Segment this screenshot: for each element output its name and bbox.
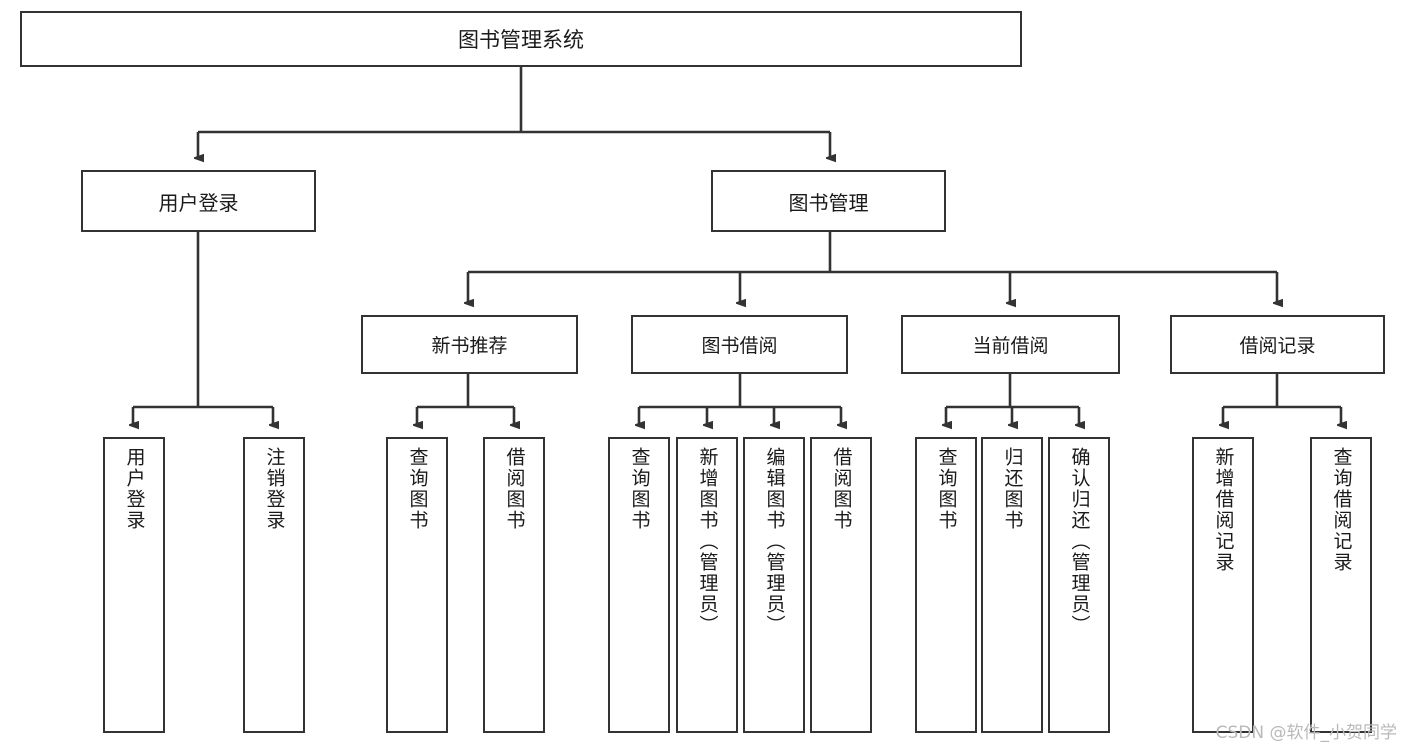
leaf-label: 用户登录 xyxy=(123,447,146,531)
leaf-return-book[interactable]: 归还图书 xyxy=(981,437,1043,733)
node-current-borrow[interactable]: 当前借阅 xyxy=(901,315,1120,374)
node-root-label: 图书管理系统 xyxy=(458,28,584,52)
leaf-label: 查询图书 xyxy=(628,447,651,531)
node-book-management-label: 图书管理 xyxy=(788,190,869,215)
leaf-confirm-return-admin[interactable]: 确认归还（管理员） xyxy=(1048,437,1110,733)
leaf-query-borrow-record[interactable]: 查询借阅记录 xyxy=(1310,437,1372,733)
node-book-borrow[interactable]: 图书借阅 xyxy=(631,315,848,374)
leaf-logout[interactable]: 注销登录 xyxy=(243,437,305,733)
leaf-query-book-borrow[interactable]: 查询图书 xyxy=(608,437,670,733)
node-borrow-record-label: 借阅记录 xyxy=(1239,335,1316,357)
leaf-label: 新增借阅记录 xyxy=(1212,447,1235,573)
leaf-edit-book-admin[interactable]: 编辑图书（管理员） xyxy=(743,437,805,733)
node-borrow-record[interactable]: 借阅记录 xyxy=(1170,315,1385,374)
node-book-management[interactable]: 图书管理 xyxy=(711,170,946,232)
leaf-add-book-admin[interactable]: 新增图书（管理员） xyxy=(676,437,738,733)
node-new-book-recommend[interactable]: 新书推荐 xyxy=(361,315,578,374)
leaf-label: 借阅图书 xyxy=(830,447,853,531)
leaf-label: 查询借阅记录 xyxy=(1330,447,1353,573)
leaf-label: 新增图书（管理员） xyxy=(696,447,719,636)
leaf-label: 查询图书 xyxy=(935,447,958,531)
leaf-label: 确认归还（管理员） xyxy=(1068,447,1091,636)
node-user-login[interactable]: 用户登录 xyxy=(81,170,316,232)
leaf-label: 查询图书 xyxy=(406,447,429,531)
leaf-label: 编辑图书（管理员） xyxy=(763,447,786,636)
node-current-borrow-label: 当前借阅 xyxy=(972,335,1049,357)
node-user-login-label: 用户登录 xyxy=(158,190,239,215)
leaf-query-book-current[interactable]: 查询图书 xyxy=(915,437,977,733)
leaf-query-book-recommend[interactable]: 查询图书 xyxy=(386,437,448,733)
leaf-user-login[interactable]: 用户登录 xyxy=(103,437,165,733)
leaf-label: 归还图书 xyxy=(1001,447,1024,531)
watermark: CSDN @软件_小贺同学 xyxy=(1215,723,1397,743)
node-book-borrow-label: 图书借阅 xyxy=(701,335,778,357)
leaf-borrow-book-recommend[interactable]: 借阅图书 xyxy=(483,437,545,733)
leaf-borrow-book[interactable]: 借阅图书 xyxy=(810,437,872,733)
node-root[interactable]: 图书管理系统 xyxy=(20,11,1022,67)
leaf-label: 借阅图书 xyxy=(503,447,526,531)
leaf-add-borrow-record[interactable]: 新增借阅记录 xyxy=(1192,437,1254,733)
node-new-book-recommend-label: 新书推荐 xyxy=(431,335,508,357)
leaf-label: 注销登录 xyxy=(263,447,286,531)
